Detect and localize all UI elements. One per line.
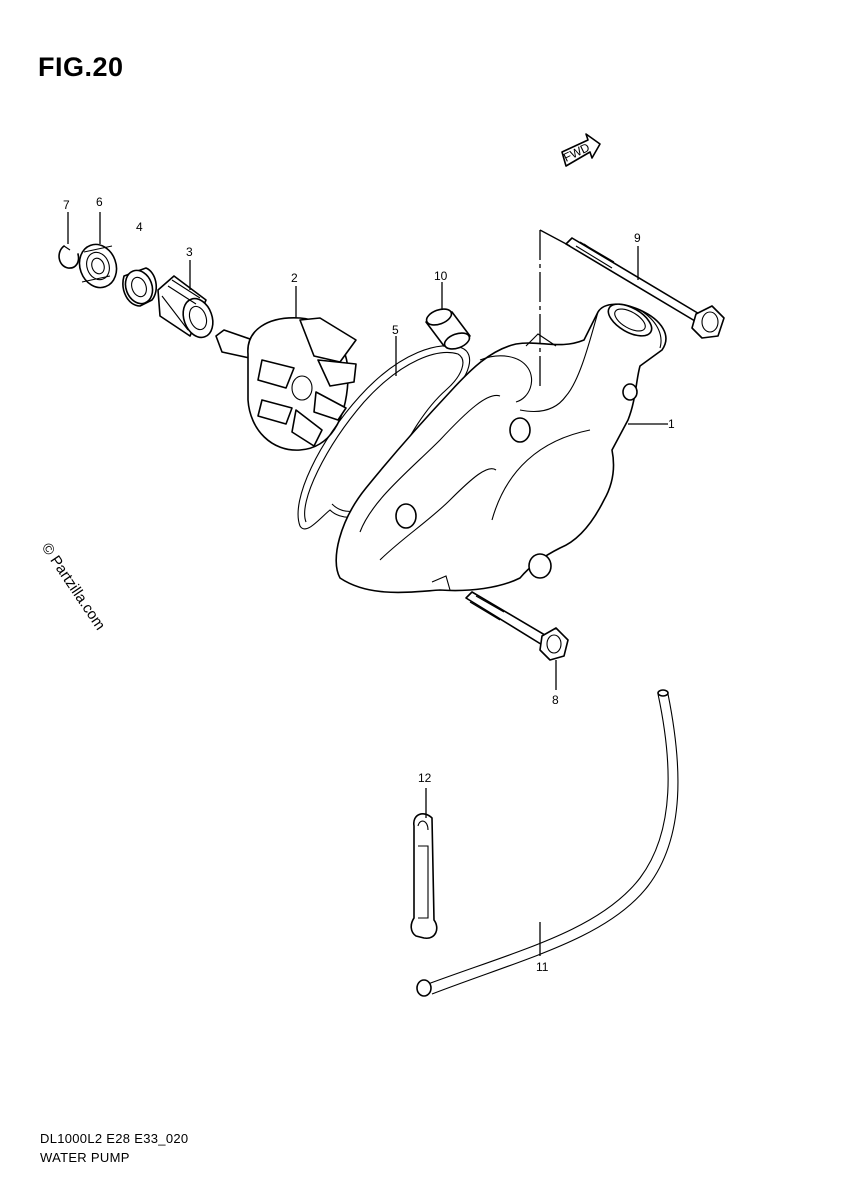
bearing-part[interactable] bbox=[74, 239, 123, 293]
model-code: DL1000L2 E28 E33_020 bbox=[40, 1131, 189, 1146]
diagram-name: WATER PUMP bbox=[40, 1150, 130, 1165]
callout-number-11: 11 bbox=[536, 960, 549, 974]
callout-number-12: 12 bbox=[418, 771, 432, 785]
fwd-arrow-icon: FWD bbox=[561, 133, 601, 167]
callout-number-8: 8 bbox=[552, 693, 559, 707]
callout-number-10: 10 bbox=[434, 269, 448, 283]
callout-number-7: 7 bbox=[63, 198, 70, 212]
bolt-axis-offset bbox=[539, 229, 571, 247]
figure-title: FIG.20 bbox=[38, 52, 124, 82]
circlip-part[interactable] bbox=[58, 245, 80, 269]
callout-number-1: 1 bbox=[668, 417, 675, 431]
hose-clamp-part[interactable] bbox=[410, 813, 438, 939]
oil-seal-part[interactable] bbox=[121, 267, 158, 308]
hose-part[interactable] bbox=[416, 689, 679, 997]
callout-number-9: 9 bbox=[634, 231, 641, 245]
callout-number-2: 2 bbox=[291, 271, 298, 285]
water-pump-case-part[interactable] bbox=[335, 298, 667, 594]
callout-number-5: 5 bbox=[392, 323, 399, 337]
callout-number-6: 6 bbox=[96, 195, 103, 209]
callout-number-3: 3 bbox=[186, 245, 193, 259]
impeller-part[interactable] bbox=[215, 317, 357, 451]
callout-number-4: 4 bbox=[136, 220, 143, 234]
dowel-pin-part[interactable] bbox=[424, 306, 471, 352]
long-bolt-part[interactable] bbox=[565, 237, 725, 339]
mechanical-seal-part[interactable] bbox=[157, 275, 218, 342]
short-bolt-part[interactable] bbox=[465, 591, 569, 661]
